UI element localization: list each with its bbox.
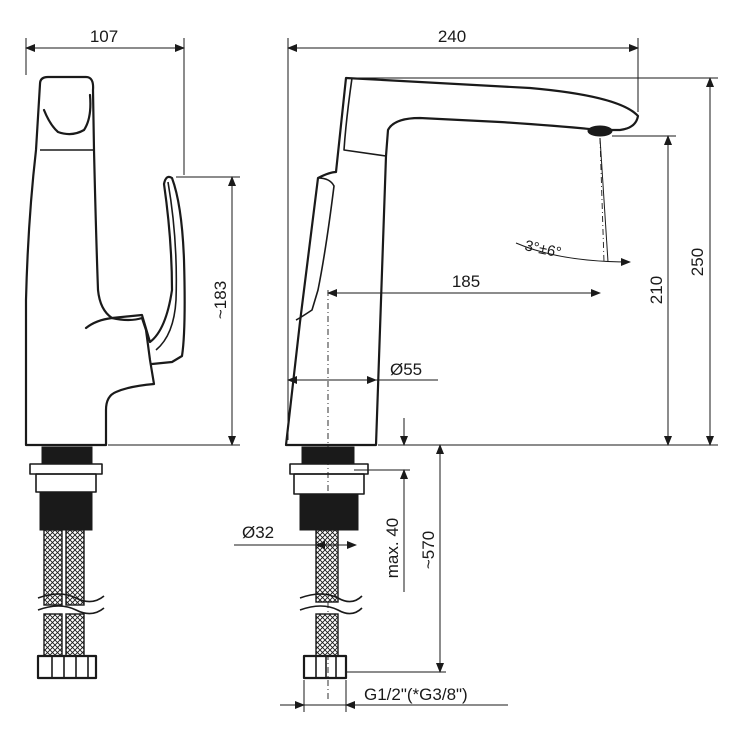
- front-lever: [84, 175, 186, 366]
- side-aerator: [587, 125, 613, 137]
- side-spout-top: [343, 77, 387, 157]
- side-hose-lower: [315, 613, 339, 657]
- dim-250-label: 250: [688, 248, 707, 276]
- front-hose-left-lower: [43, 613, 63, 657]
- spout-axis: [599, 137, 605, 263]
- dim-210-label: 210: [647, 276, 666, 304]
- front-body-outline: [24, 75, 156, 447]
- front-lever-inner: [155, 181, 178, 351]
- front-gasket: [41, 446, 93, 465]
- side-body-outline: [284, 76, 640, 447]
- front-break-line: [37, 593, 105, 615]
- spout-tilt-line: [599, 137, 609, 263]
- angle-label: 3°±6°: [523, 237, 563, 261]
- side-view: 240 250 210 185 3°±6° Ø55 Ø32 max. 40 ~5: [234, 27, 718, 712]
- dim-570-label: ~570: [419, 531, 438, 569]
- front-hose-right: [65, 529, 85, 606]
- front-view: 107 ~183: [24, 27, 240, 680]
- dim-183-label: ~183: [211, 281, 230, 319]
- dim-185-label: 185: [452, 272, 480, 291]
- side-hose: [315, 529, 339, 603]
- side-shank: [299, 493, 359, 531]
- front-hose-right-lower: [65, 613, 85, 657]
- side-base-nut: [293, 473, 365, 495]
- front-hose-fitting: [36, 654, 98, 680]
- side-base-plate: [289, 463, 369, 475]
- front-hose-left: [43, 529, 63, 606]
- dim-32-label: Ø32: [242, 523, 274, 542]
- front-base-plate: [29, 463, 103, 475]
- side-gasket: [301, 446, 355, 465]
- dim-55-label: Ø55: [390, 360, 422, 379]
- dim-40-label: max. 40: [383, 518, 402, 578]
- front-handle-cap: [42, 93, 92, 136]
- side-hose-fitting: [302, 654, 348, 680]
- front-base-nut: [35, 473, 97, 493]
- dim-107-label: 107: [90, 27, 118, 46]
- side-lever-back: [295, 177, 335, 321]
- thread-label: G1/2"(*G3/8"): [364, 685, 468, 704]
- side-break-line: [299, 593, 363, 615]
- front-shank: [39, 491, 93, 531]
- dim-240-label: 240: [438, 27, 466, 46]
- angle-arc: [515, 242, 631, 266]
